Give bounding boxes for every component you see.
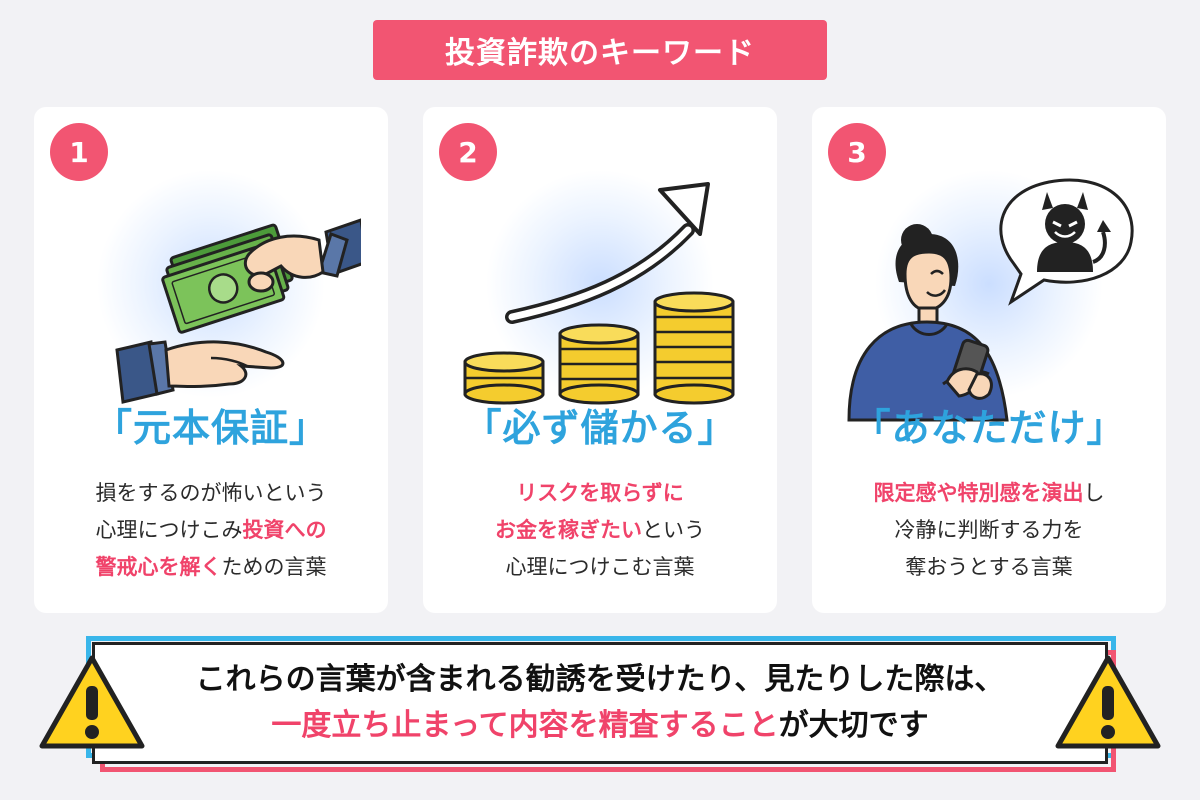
footer-line-1: これらの言葉が含まれる勧誘を受けたり、見たりした際は、 — [195, 662, 1005, 697]
description-line: 冷静に判断する力を — [826, 512, 1152, 549]
coin-stack-small — [463, 351, 545, 405]
page-title: 投資詐欺のキーワード — [445, 36, 755, 71]
description-text: という — [642, 518, 705, 542]
description-line: 心理につけこみ投資への — [48, 512, 374, 549]
card-description: 限定感や特別感を演出し冷静に判断する力を奪おうとする言葉 — [826, 475, 1152, 586]
footer-line-2-rest: が大切です — [778, 708, 929, 743]
coin-stack-medium — [558, 323, 640, 405]
coin-stack-large — [653, 291, 735, 405]
description-text: し — [1083, 481, 1105, 505]
highlight-text: 限定感や特別感を演出 — [873, 481, 1084, 505]
title-banner: 投資詐欺のキーワード — [373, 20, 827, 80]
description-text: 損をするのが怖いという — [95, 481, 327, 505]
description-text: 冷静に判断する力を — [894, 518, 1084, 542]
footer-line-2: 一度立ち止まって内容を精査することが大切です — [271, 703, 928, 749]
phone-devil-icon — [847, 178, 1134, 422]
footer-message-box: これらの言葉が含まれる勧誘を受けたり、見たりした際は、 一度立ち止まって内容を精… — [92, 642, 1108, 764]
money-handover-icon — [115, 218, 361, 404]
keyword-card-2: 2 — [423, 107, 777, 613]
description-line: 損をするのが怖いという — [48, 475, 374, 512]
devil-icon — [1037, 192, 1111, 272]
description-text: ための言葉 — [221, 555, 327, 579]
description-line: 限定感や特別感を演出し — [826, 475, 1152, 512]
number-badge: 2 — [439, 123, 497, 181]
highlight-text: お金を稼ぎたい — [495, 518, 642, 542]
warning-icon — [39, 655, 145, 749]
description-text: 奪おうとする言葉 — [905, 555, 1073, 579]
card-description: 損をするのが怖いという心理につけこみ投資への警戒心を解くための言葉 — [48, 475, 374, 586]
description-line: リスクを取らずに — [437, 475, 763, 512]
card-description: リスクを取らずにお金を稼ぎたいという心理につけこむ言葉 — [437, 475, 763, 586]
keyword-text: 「必ず儲かる」 — [463, 406, 737, 450]
highlight-text: 投資への — [242, 518, 327, 542]
number-badge: 3 — [828, 123, 886, 181]
warning-icon — [1055, 655, 1161, 749]
highlight-text: 警戒心を解く — [95, 555, 222, 579]
description-text: 心理につけこむ言葉 — [505, 555, 695, 579]
highlight-text: リスクを取らずに — [516, 481, 684, 505]
rising-coins-icon — [463, 182, 735, 405]
keyword-text: 「元本保証」 — [93, 406, 328, 450]
keyword-card-1: 1 「元本保証」 損をするのが怖いという心理につけこみ投資への警戒心を解くための… — [34, 107, 388, 613]
description-line: 心理につけこむ言葉 — [437, 549, 763, 586]
number-badge: 1 — [50, 123, 108, 181]
keyword-text: 「あなただけ」 — [852, 406, 1126, 450]
keyword-card-3: 3 「あなただけ」 限定感や特別感を演出し冷静に判断す — [812, 107, 1166, 613]
description-line: 奪おうとする言葉 — [826, 549, 1152, 586]
description-line: 警戒心を解くための言葉 — [48, 549, 374, 586]
description-text: 心理につけこみ — [95, 518, 243, 542]
footer-highlight: 一度立ち止まって内容を精査すること — [271, 708, 779, 743]
description-line: お金を稼ぎたいという — [437, 512, 763, 549]
